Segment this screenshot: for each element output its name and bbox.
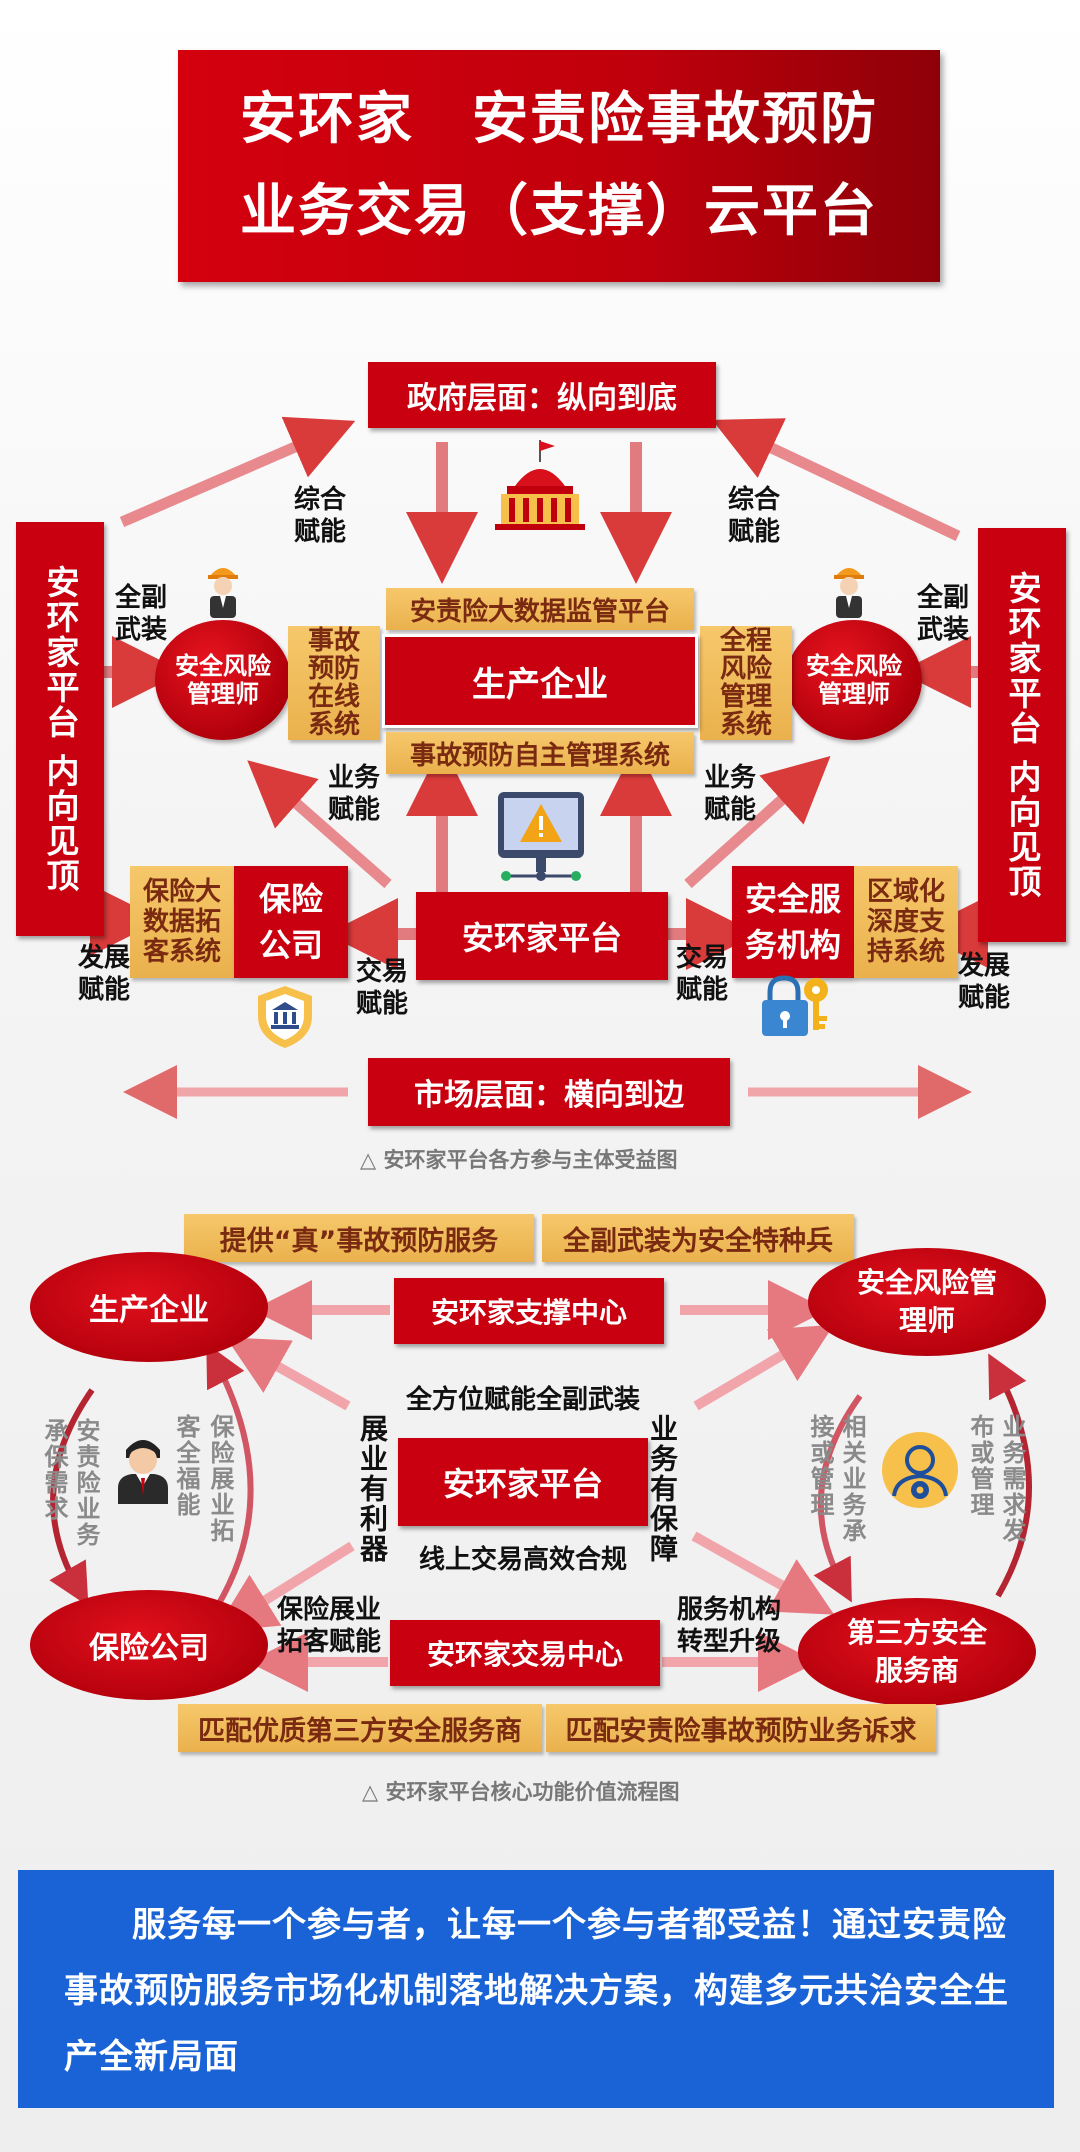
platform-box: 安环家平台 xyxy=(416,892,668,980)
grey-text-left-2: 安责险业务 xyxy=(72,1418,100,1548)
businessman-icon xyxy=(118,1440,168,1504)
arrow-platform-to-left-circle xyxy=(247,760,392,889)
label-left-dev: 发展赋能 xyxy=(77,943,130,1005)
label-right-trade: 交易赋能 xyxy=(675,943,728,1005)
caption-diagram-2: △ 安环家平台核心功能价值流程图 xyxy=(362,1780,680,1804)
label-right-dev: 发展赋能 xyxy=(957,951,1010,1013)
grey-text-right-1: 接或管理 xyxy=(806,1414,834,1518)
monitor-alert-icon xyxy=(498,792,584,881)
market-level-box: 市场层面：横向到边 xyxy=(368,1058,730,1126)
footer-text: 服务每一个参与者，让每一个参与者都受益！通过安责险事故预防服务市场化机制落地解决… xyxy=(64,1905,1009,2077)
gold-self-management-system: 事故预防自主管理系统 xyxy=(386,732,694,774)
right-risk-manager-circle: 安全风险管理师 xyxy=(786,620,922,740)
left-risk-manager-circle: 安全风险管理师 xyxy=(155,620,291,740)
grey-text-right-3: 布或管理 xyxy=(966,1414,994,1518)
diagram1-arrows xyxy=(90,416,990,1119)
diagram2-arrows xyxy=(49,1280,1032,1692)
trade-center-box: 安环家交易中心 xyxy=(390,1620,660,1686)
insurance-oval: 保险公司 xyxy=(30,1590,268,1700)
grey-text-left-3: 客全福能 xyxy=(172,1414,200,1518)
grey-text-left-4: 保险展业拓 xyxy=(206,1414,234,1544)
gold-special-forces: 全副武装为安全特种兵 xyxy=(542,1214,854,1262)
title-line-1: 安环家 安责险事故预防 xyxy=(240,87,878,152)
arrow-left-to-gov xyxy=(119,416,356,528)
label-right-business: 业务赋能 xyxy=(703,763,756,825)
platform2-box: 安环家平台 xyxy=(398,1438,648,1526)
engineer-gear-icon xyxy=(882,1432,958,1508)
grey-text-right-4: 业务需求发 xyxy=(998,1414,1026,1544)
label-left-business: 业务赋能 xyxy=(327,763,380,825)
right-side-panel: 安环家平台 内向见顶 xyxy=(978,528,1066,942)
label-left-trade: 交易赋能 xyxy=(355,957,408,1019)
gold-match-third-party: 匹配优质第三方安全服务商 xyxy=(178,1704,542,1752)
lock-key-icon xyxy=(762,975,828,1036)
gold-full-risk-management: 全程风险管理系统 xyxy=(700,626,792,740)
title-banner: 安环家 安责险事故预防 业务交易（支撑）云平台 xyxy=(178,50,940,282)
arrow-platform-to-right-circle xyxy=(684,755,831,889)
gold-regional-support: 区域化深度支持系统 xyxy=(854,866,958,978)
gold-insurance-big-data: 保险大数据拓客系统 xyxy=(130,866,234,978)
gold-real-prevention-service: 提供“真”事故预防服务 xyxy=(184,1214,534,1262)
gold-big-data-platform: 安责险大数据监管平台 xyxy=(386,588,694,630)
government-building-icon xyxy=(495,440,585,530)
grey-text-left-1: 承保需求 xyxy=(40,1418,68,1522)
worker-helmet-icon xyxy=(834,568,864,618)
worker-helmet-icon xyxy=(208,568,238,618)
label-service-upgrade: 服务机构转型升级 xyxy=(676,1595,781,1657)
risk-manager-oval: 安全风险管理师 xyxy=(808,1248,1046,1356)
center-producer-box: 生产企业 xyxy=(382,634,698,728)
label-left-vertical: 展业有利器 xyxy=(356,1414,389,1564)
title-line-2: 业务交易（支撑）云平台 xyxy=(240,179,878,244)
left-side-panel: 安环家平台 内向见顶 xyxy=(16,522,104,936)
arrow-right-to-gov xyxy=(712,418,961,541)
gov-level-box: 政府层面：纵向到底 xyxy=(368,362,716,428)
gold-match-insurance-demand: 匹配安责险事故预防业务诉求 xyxy=(546,1704,936,1752)
footer-banner: 服务每一个参与者，让每一个参与者都受益！通过安责险事故预防服务市场化机制落地解决… xyxy=(18,1870,1054,2108)
producer-oval: 生产企业 xyxy=(30,1252,268,1362)
label-insurance-enable: 保险展业拓客赋能 xyxy=(276,1595,381,1657)
insurance-company-box: 保险公司 xyxy=(234,866,348,978)
grey-text-right-2: 相关业务承 xyxy=(838,1414,866,1544)
label-right-armed: 全副武装 xyxy=(916,583,969,645)
label-left-enable: 综合赋能 xyxy=(293,485,346,547)
label-left-armed: 全副武装 xyxy=(114,583,167,645)
service-org-box: 安全服务机构 xyxy=(732,866,854,978)
third-party-oval: 第三方安全服务商 xyxy=(798,1598,1036,1706)
label-full-enable: 全方位赋能全副武装 xyxy=(405,1385,640,1415)
caption-diagram-1: △ 安环家平台各方参与主体受益图 xyxy=(360,1148,678,1172)
label-right-vertical: 业务有保障 xyxy=(646,1414,679,1564)
support-center-box: 安环家支撑中心 xyxy=(394,1278,664,1344)
label-online-trade: 线上交易高效合规 xyxy=(418,1545,627,1575)
gold-accident-prevention-online: 事故预防在线系统 xyxy=(288,626,380,740)
shield-bank-icon xyxy=(258,986,312,1048)
label-right-enable: 综合赋能 xyxy=(727,485,780,547)
